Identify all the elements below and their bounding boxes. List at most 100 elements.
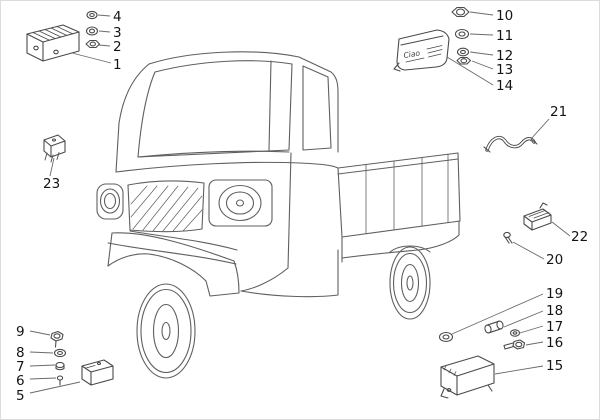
leader-line-4 (97, 14, 111, 17)
grille-hatch (130, 185, 203, 232)
leader-line-1 (71, 52, 112, 64)
bed-underframe (341, 220, 460, 263)
callout-label-22: 22 (571, 229, 588, 245)
switch-hatch (528, 210, 550, 219)
leader-line-6 (29, 377, 57, 380)
unit-detail (85, 365, 96, 369)
callout-label-18: 18 (546, 303, 563, 319)
rear-fender-arc (389, 245, 431, 253)
part-2-nut (85, 39, 101, 49)
callout-label-10: 10 (496, 8, 513, 24)
callout-label-20: 20 (546, 252, 563, 268)
front-wheel-tire-inner-edge (140, 288, 192, 374)
part-5-unit (81, 359, 114, 386)
flasher-hole (446, 388, 452, 392)
part-23-relay (43, 134, 66, 163)
cab-left-pillar (115, 63, 150, 173)
part-7-grommet (55, 361, 65, 371)
left-headlight-pod (96, 183, 124, 220)
bolt-shank (503, 342, 515, 350)
callout-label-8: 8 (16, 345, 25, 361)
callout-label-16: 16 (546, 335, 563, 351)
vehicle-illustration (96, 51, 461, 379)
windshield (137, 60, 293, 158)
front-wheel-hub (161, 321, 171, 341)
front-wheel-rim (152, 303, 180, 359)
headlight-panel (208, 179, 273, 227)
callout-label-15: 15 (546, 358, 563, 374)
leader-line-2 (98, 44, 111, 47)
callout-labels: 1 2 3 4 5 6 7 8 9 10 11 12 13 14 15 16 1… (16, 8, 588, 404)
flasher-body (440, 355, 495, 396)
rear-wheel-rim (400, 263, 420, 303)
leader-line-22 (551, 221, 571, 237)
leader-line-7 (29, 364, 56, 367)
callout-label-12: 12 (496, 48, 513, 64)
leader-lines (29, 11, 571, 394)
bolt-head (512, 339, 526, 350)
part-16-bolt (503, 339, 526, 350)
leader-line-12 (469, 51, 494, 56)
regulator-fins (32, 26, 74, 41)
callout-label-19: 19 (546, 286, 563, 302)
part-17-washer (509, 329, 521, 337)
regulator-terminal (53, 49, 59, 55)
leader-line-18 (503, 310, 544, 328)
callout-label-9: 9 (16, 324, 25, 340)
part-22-switch (523, 202, 552, 231)
leader-line-17 (519, 325, 544, 334)
callout-label-14: 14 (496, 78, 513, 94)
bolt-head (451, 6, 470, 18)
callout-label-1: 1 (113, 57, 122, 73)
grille-outline (127, 180, 205, 233)
callout-label-21: 21 (550, 104, 567, 120)
cable-end-ticks (483, 138, 538, 153)
cab-roof-outline (148, 51, 339, 153)
rocker-line (240, 249, 339, 298)
part-15-flasher-unit (440, 355, 495, 399)
part-8-washer (53, 348, 67, 358)
leader-line-8 (29, 351, 54, 354)
left-headlight-inner (103, 192, 117, 210)
callout-label-4: 4 (113, 9, 122, 25)
exploded-parts: Ciao (26, 6, 552, 399)
callout-label-2: 2 (113, 39, 122, 55)
callout-label-5: 5 (16, 388, 25, 404)
side-window (302, 65, 332, 151)
right-headlight-mid (225, 191, 255, 215)
front-apron-line (129, 230, 238, 251)
door-edge (240, 152, 292, 292)
bed-side-panel (337, 152, 461, 238)
part-11-washer (454, 28, 470, 40)
flasher-hatch (443, 365, 457, 376)
leader-line-23 (49, 157, 55, 177)
callout-label-7: 7 (16, 359, 25, 375)
windshield-divider (268, 60, 272, 151)
rear-wheel-hub (406, 275, 414, 291)
leader-line-15 (494, 365, 544, 375)
rear-wheel-tire-inner-edge (392, 252, 428, 314)
cable-core (486, 136, 535, 151)
unit-tab (393, 62, 401, 72)
relay-pins (44, 152, 60, 163)
callout-label-17: 17 (546, 319, 563, 335)
bolt-tip (54, 340, 57, 348)
rear-wheel-tire (389, 246, 431, 320)
leader-line-11 (469, 33, 494, 36)
front-fender (107, 232, 240, 297)
part-20-screw (503, 231, 513, 244)
cowl-line (137, 150, 290, 158)
callout-label-13: 13 (496, 62, 513, 78)
unit-body (81, 359, 114, 386)
callout-label-23: 23 (43, 176, 60, 192)
part-12-washer (456, 47, 470, 57)
regulator-terminal (33, 45, 39, 51)
leader-line-10 (469, 11, 494, 16)
leader-line-16 (525, 341, 544, 346)
bumper-line (107, 242, 237, 265)
callout-label-3: 3 (113, 25, 122, 41)
callout-label-11: 11 (496, 28, 513, 44)
leader-line-20 (512, 241, 545, 260)
